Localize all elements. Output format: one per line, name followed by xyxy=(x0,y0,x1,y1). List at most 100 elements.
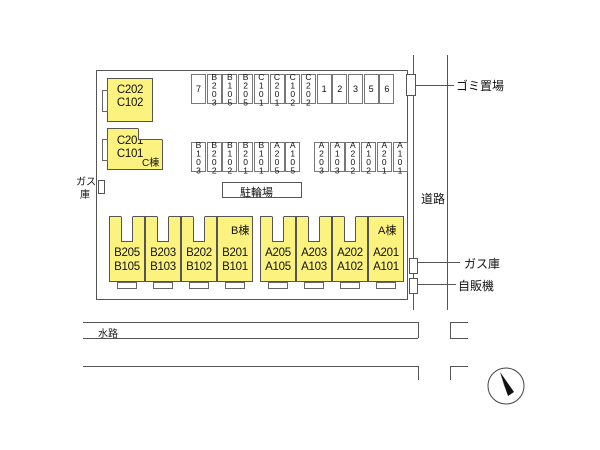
parking-slot: A103 xyxy=(329,140,345,174)
gas-right-label: ガス庫 xyxy=(464,257,501,271)
garbage-area xyxy=(406,74,416,96)
parking-slot: A105 xyxy=(285,140,301,174)
road-right-top xyxy=(450,322,468,323)
waterway-label: 水路 xyxy=(98,329,118,340)
parking-slot-label: A105 xyxy=(287,140,298,174)
parking-slot-label: B202 xyxy=(209,140,220,174)
unit-label-top: B203 xyxy=(150,247,176,259)
unit-notch xyxy=(121,216,133,242)
parking-slot: A102 xyxy=(361,140,377,174)
north-arrow-icon xyxy=(487,367,525,405)
unit-step xyxy=(304,282,324,289)
gas-left-label-2: 庫 xyxy=(80,190,90,201)
parking-slot: B205 xyxy=(238,72,254,106)
building-a-label: A棟 xyxy=(378,225,397,237)
unit-label-top: B201 xyxy=(222,247,248,259)
c-step xyxy=(102,139,108,161)
vending-leader xyxy=(418,284,456,285)
unit-label-top: A205 xyxy=(265,247,291,259)
waterway-edge-mid xyxy=(83,338,418,339)
parking-slot: A101 xyxy=(392,140,408,174)
unit-step xyxy=(153,282,173,289)
unit-label-top: B202 xyxy=(186,247,212,259)
parking-slot-label: 6 xyxy=(384,84,390,94)
parking-slot-label: B205 xyxy=(240,72,251,106)
parking-slot: B102 xyxy=(222,140,238,174)
parking-slot-label: C202 xyxy=(303,72,314,106)
parking-slot-label: 1 xyxy=(321,84,327,94)
parking-slot: B105 xyxy=(222,72,238,106)
parking-slot-label: A205 xyxy=(272,140,282,174)
road-right-mid xyxy=(450,338,468,339)
unit-label-bottom: B101 xyxy=(222,261,248,273)
waterway-edge-end xyxy=(418,322,419,338)
parking-slot-label: B102 xyxy=(224,140,235,174)
c-notch xyxy=(138,128,163,140)
c-step xyxy=(102,90,108,112)
unit-label-bottom: A105 xyxy=(265,261,291,273)
road-edge-right xyxy=(447,55,448,310)
unit-notch xyxy=(272,216,284,242)
road-label: 道路 xyxy=(421,192,446,206)
parking-slot: B103 xyxy=(191,140,206,174)
parking-slot-label: 7 xyxy=(195,84,201,94)
vending-machine xyxy=(409,278,418,294)
unit-label-top: A203 xyxy=(301,247,327,259)
parking-slot-label: C102 xyxy=(287,72,298,106)
parking-slot: 5 xyxy=(363,74,379,104)
unit-label-top: A201 xyxy=(373,247,399,259)
waterway-edge-bottom-end xyxy=(418,366,419,380)
parking-slot: C101 xyxy=(253,72,269,106)
gas-store-right xyxy=(409,258,418,274)
waterway-edge-bottom xyxy=(83,366,418,367)
unit-step xyxy=(225,282,245,289)
parking-slot-label: 5 xyxy=(368,84,374,94)
unit-step xyxy=(268,282,288,289)
unit-label-top: A202 xyxy=(337,247,363,259)
parking-slot-label: A102 xyxy=(363,140,374,174)
parking-slot-label: B101 xyxy=(256,140,267,174)
parking-slot: B203 xyxy=(206,72,222,106)
garbage-label: ゴミ置場 xyxy=(456,79,505,93)
unit-notch xyxy=(157,216,169,242)
parking-slot: 2 xyxy=(332,74,348,104)
parking-slot-label: A101 xyxy=(395,140,405,174)
parking-slot: 1 xyxy=(316,74,332,104)
vending-label: 自販機 xyxy=(458,279,495,293)
parking-slot-label: C101 xyxy=(256,72,267,106)
parking-slot: A201 xyxy=(376,140,392,174)
unit-label-bottom: A101 xyxy=(373,261,399,273)
parking-slot: A202 xyxy=(345,140,361,174)
parking-slot-label: 2 xyxy=(337,84,343,94)
unit-label-top: C202 xyxy=(116,84,144,96)
parking-slot: 6 xyxy=(379,74,395,104)
unit-label-bottom: A102 xyxy=(337,261,363,273)
building-b-label: B棟 xyxy=(231,225,250,237)
parking-slot-label: B201 xyxy=(240,140,251,174)
parking-slot-label: A201 xyxy=(379,140,390,174)
unit-label-bottom: B103 xyxy=(150,261,176,273)
unit-label-bottom: B102 xyxy=(186,261,212,273)
unit-notch xyxy=(308,216,320,242)
parking-slot-label: A203 xyxy=(316,140,327,174)
garbage-leader xyxy=(416,85,454,86)
parking-slot: A203 xyxy=(314,140,329,174)
gas-right-leader xyxy=(418,262,460,263)
parking-slot: C202 xyxy=(300,72,316,106)
parking-slot: B201 xyxy=(238,140,254,174)
parking-slot: C102 xyxy=(285,72,301,106)
unit-notch xyxy=(344,216,356,242)
road-right-top-v xyxy=(450,322,451,338)
unit-label-bottom: A103 xyxy=(301,261,327,273)
parking-slot: 7 xyxy=(191,74,206,104)
unit-label-bottom: C101 xyxy=(116,148,144,160)
building-c-label: C棟 xyxy=(142,158,160,169)
road-edge-left xyxy=(413,55,414,310)
parking-slot: C201 xyxy=(269,72,285,106)
parking-slot-label: 3 xyxy=(352,84,358,94)
